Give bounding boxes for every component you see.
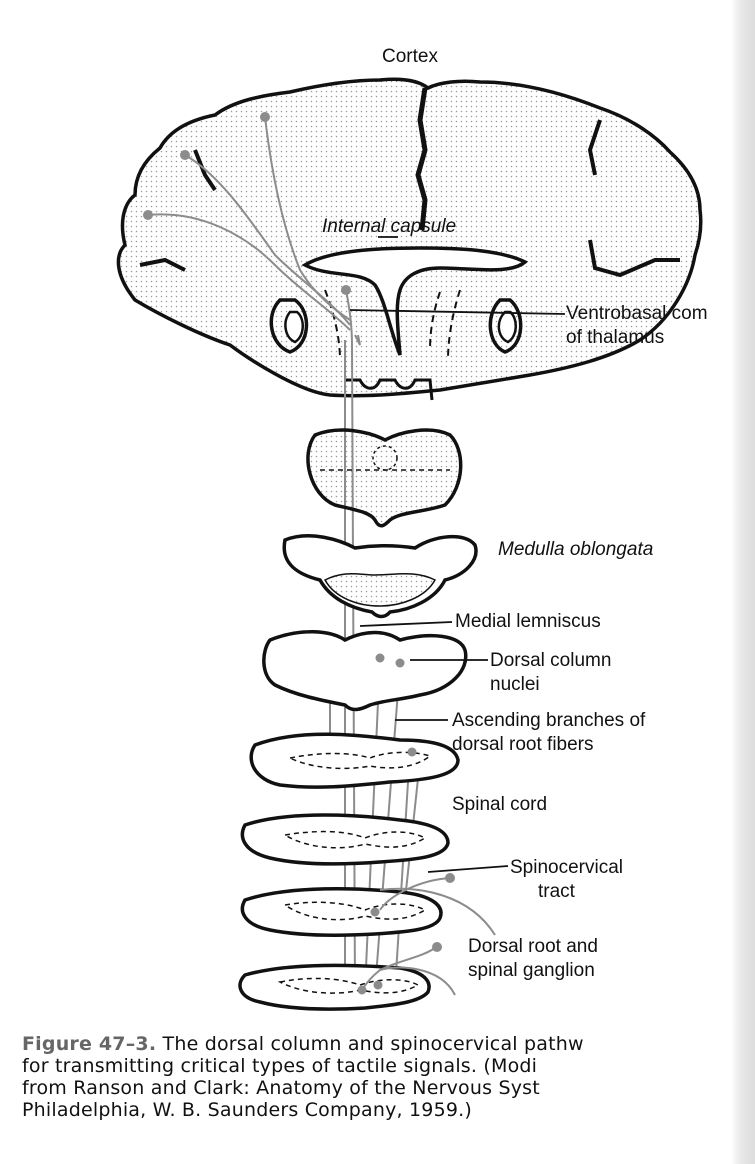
label-dorsal-root-1: Dorsal root and	[468, 935, 598, 959]
neuron-cell	[376, 654, 385, 663]
label-spinocervical-2: tract	[538, 880, 575, 904]
label-cortex: Cortex	[382, 45, 438, 69]
caption-line-4: Philadelphia, W. B. Saunders Company, 19…	[22, 1099, 584, 1121]
spinal-cord-outline	[242, 889, 441, 935]
neuron-cell	[180, 150, 190, 160]
neuron-cell	[445, 873, 455, 883]
label-dorsal-column-2: nuclei	[490, 673, 540, 697]
page-edge-shadow	[731, 0, 755, 1164]
basal-ganglia-left-inner	[285, 312, 302, 342]
neuron-cell	[341, 285, 351, 295]
label-dorsal-root-2: spinal ganglion	[468, 959, 595, 983]
neuron-cell	[371, 908, 380, 917]
neuron-cell	[143, 210, 153, 220]
caption-text: The dorsal column and spinocervical path…	[156, 1033, 583, 1055]
pons-section	[308, 430, 461, 526]
caption-line-2: for transmitting critical types of tacti…	[22, 1055, 584, 1077]
spinal-section-3	[242, 889, 441, 935]
medulla-section	[284, 536, 476, 617]
spinal-section-2	[242, 815, 448, 864]
neuron-cell	[432, 942, 442, 952]
spinal-cord-outline	[251, 734, 458, 787]
spinal-section-4	[240, 965, 429, 1009]
caption-line-3: from Ranson and Clark: Anatomy of the Ne…	[22, 1077, 584, 1099]
label-internal-capsule: Internal capsule	[322, 215, 456, 239]
label-medial-lemniscus: Medial lemniscus	[455, 610, 601, 634]
label-ascending-2: dorsal root fibers	[452, 733, 594, 757]
neuron-cell	[374, 981, 383, 990]
label-ventrobasal-1: Ventrobasal com	[566, 302, 708, 326]
label-ascending-1: Ascending branches of	[452, 709, 645, 733]
caption-line-1: Figure 47–3. The dorsal column and spino…	[22, 1033, 584, 1055]
figure-caption: Figure 47–3. The dorsal column and spino…	[22, 1033, 584, 1121]
spinal-cord-outline	[242, 815, 448, 864]
basal-ganglia-right-inner	[499, 312, 516, 342]
lower-medulla-outline	[264, 632, 466, 710]
spinal-cord-outline	[240, 965, 429, 1009]
pons-outline	[308, 430, 461, 526]
neuron-cell	[260, 112, 270, 122]
leader-line	[360, 622, 452, 626]
lower-medulla-section	[264, 632, 466, 710]
label-medulla: Medulla oblongata	[498, 538, 653, 562]
neuron-cell	[408, 748, 417, 757]
neuron-cell	[396, 659, 405, 668]
leader-line	[428, 866, 508, 872]
figure-number: Figure 47–3.	[22, 1033, 156, 1055]
label-spinal-cord: Spinal cord	[452, 793, 547, 817]
label-dorsal-column-1: Dorsal column	[490, 649, 611, 673]
spinal-section-1	[251, 734, 458, 787]
label-spinocervical-1: Spinocervical	[510, 856, 623, 880]
label-ventrobasal-2: of thalamus	[566, 326, 664, 350]
brain-section	[118, 79, 700, 400]
